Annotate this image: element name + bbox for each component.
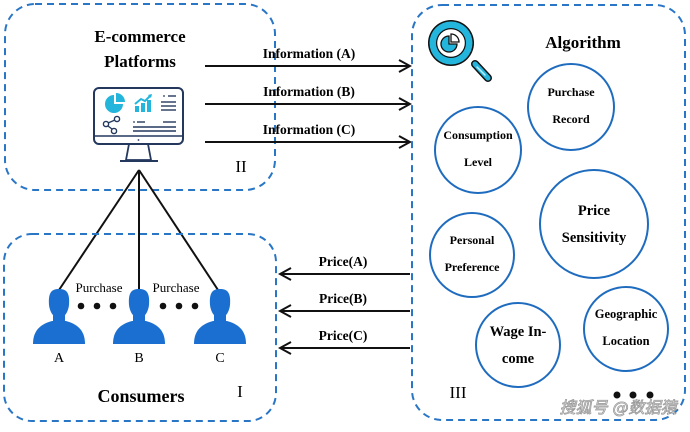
consumers-panel [3,233,277,422]
price-label-c: Price(C) [319,328,368,343]
factor-label: Wage In- [490,324,547,340]
platforms-title-line1: E-commerce [94,27,186,46]
information-label-c: Information (C) [263,122,356,137]
price-label-b: Price(B) [319,291,367,306]
price-arrows [280,274,410,348]
factor-label: Location [602,334,649,348]
factor-label: Preference [445,260,501,274]
factor-label: come [502,351,535,367]
magnifier-chart-icon [428,20,492,82]
person-icon [113,289,165,344]
algorithm-roman: III [450,383,467,402]
information-label-a: Information (A) [263,46,356,61]
factor-label: Price [578,203,611,219]
ellipsis-dots-1 [77,302,117,310]
purchase-links [56,169,221,294]
ellipsis-dots-2 [159,302,199,310]
consumer-label-b: B [134,351,143,366]
price-label-a: Price(A) [319,254,368,269]
factor-label: Sensitivity [562,230,627,246]
consumers-title: Consumers [97,386,184,406]
consumers-roman: I [237,382,243,401]
factor-label: Record [552,112,590,126]
information-arrows [205,66,410,142]
person-icon [194,289,246,344]
more-factors-dots [613,391,654,399]
monitor-dashboard-icon [93,87,184,162]
person-icon [33,289,85,344]
algorithm-title: Algorithm [545,33,621,52]
factor-label: Purchase [547,85,595,99]
watermark: 搜狐号 @数据猿 [559,398,678,417]
platforms-title-line2: Platforms [104,52,176,71]
factor-label: Geographic [595,307,658,321]
consumer-label-a: A [54,351,65,366]
consumer-label-c: C [215,351,224,366]
factor-label: Consumption [443,128,513,142]
factor-circle: Wage In-come [475,302,561,388]
purchase-label-2: Purchase [153,280,200,295]
algorithm-panel [411,4,686,421]
information-label-b: Information (B) [263,84,355,99]
purchase-label-1: Purchase [76,280,123,295]
factor-label: Level [464,155,493,169]
platforms-panel [4,3,276,191]
factor-label: Personal [450,233,495,247]
platforms-roman: II [235,157,247,176]
